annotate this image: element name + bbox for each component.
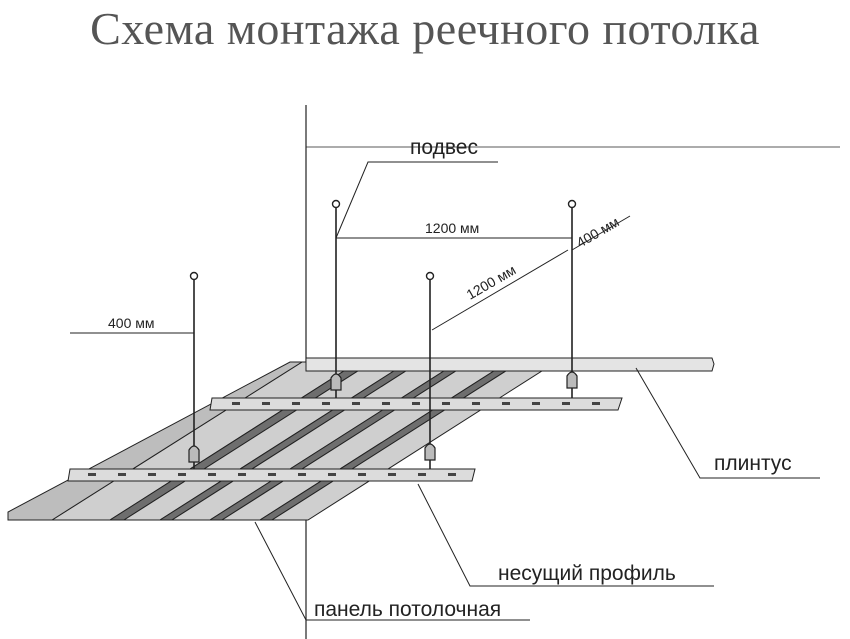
dimension-lines bbox=[70, 215, 631, 334]
diagram-title: Схема монтажа реечного потолка bbox=[90, 3, 760, 54]
leader-ceiling-panel bbox=[254, 521, 530, 621]
leader-plinth bbox=[635, 367, 820, 479]
label-hanger: подвес bbox=[410, 136, 478, 159]
carrier-profile-back bbox=[209, 397, 623, 411]
hangers bbox=[188, 199, 578, 469]
label-dimension-400-right: 400 мм bbox=[574, 213, 622, 250]
label-dimension-1200-depth: 1200 мм bbox=[464, 262, 519, 303]
leader-carrier-profile bbox=[417, 483, 714, 587]
label-dimension-400-left: 400 мм bbox=[108, 315, 155, 331]
hanger-back-left bbox=[330, 199, 342, 398]
label-plinth: плинтус bbox=[714, 452, 792, 475]
leader-lines bbox=[254, 161, 820, 621]
dimension-400-right bbox=[571, 215, 631, 251]
hanger-front-right bbox=[424, 271, 436, 469]
hanger-back-right bbox=[566, 199, 578, 398]
label-ceiling-panel: панель потолочная bbox=[314, 598, 501, 621]
label-carrier-profile: несущий профиль bbox=[498, 562, 676, 585]
leader-hanger bbox=[335, 161, 498, 239]
plinth bbox=[305, 357, 715, 372]
dimension-1200-depth bbox=[431, 249, 569, 331]
hanger-front-left bbox=[188, 271, 200, 469]
label-dimension-1200-horizontal: 1200 мм bbox=[425, 220, 479, 236]
carrier-profile-front bbox=[67, 468, 476, 482]
ceiling-panels bbox=[7, 361, 558, 521]
